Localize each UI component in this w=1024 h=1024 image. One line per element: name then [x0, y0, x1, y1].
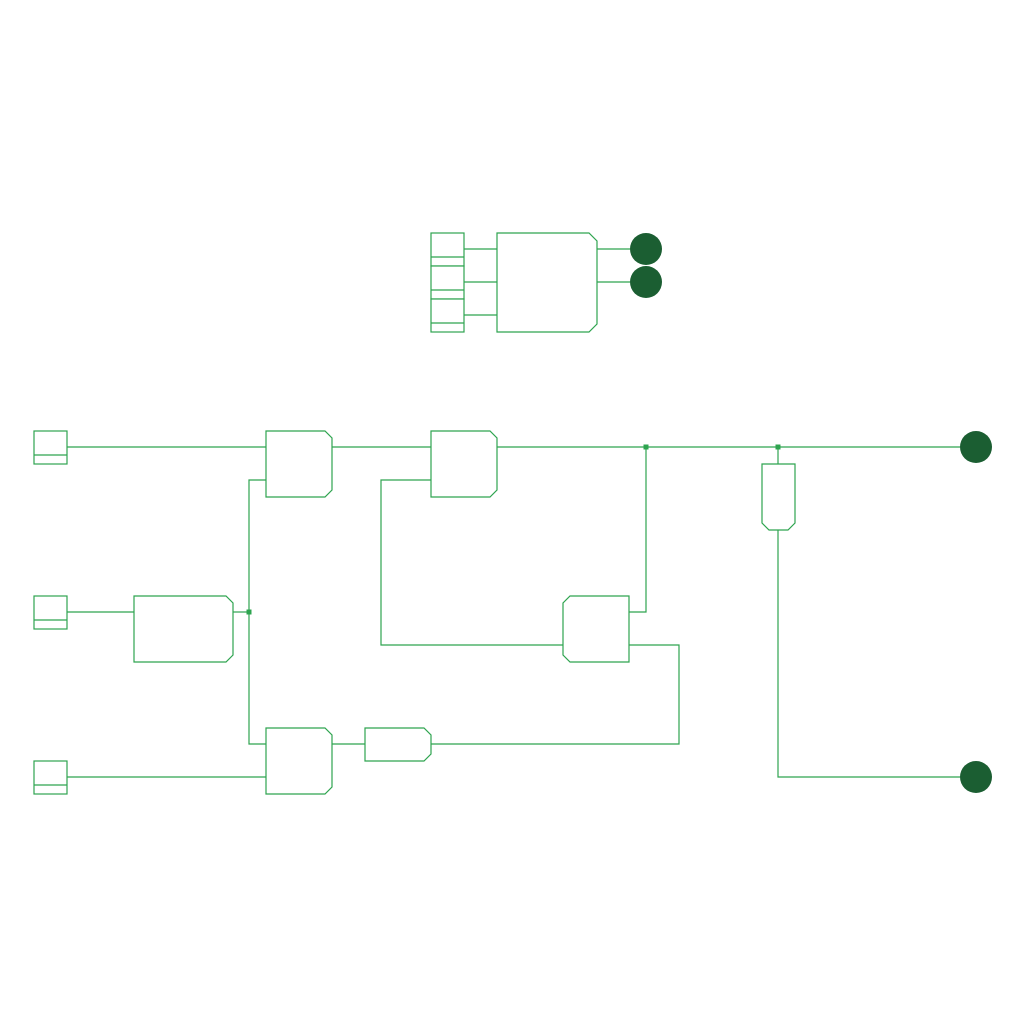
circuit-gates [133, 430, 796, 795]
wire [380, 479, 563, 646]
wire [248, 479, 266, 745]
gate-3[interactable] [133, 595, 234, 663]
wire-junction [775, 444, 781, 450]
output-led-1 [960, 431, 992, 463]
wire-junction [246, 609, 252, 615]
input-switch-3[interactable] [33, 760, 68, 795]
circuit-outputs [960, 431, 992, 793]
gate-5[interactable] [562, 595, 630, 663]
wire [431, 644, 680, 745]
gate-4[interactable] [265, 727, 333, 795]
legend-input-switch[interactable] [430, 232, 465, 267]
input-switch-1[interactable] [33, 430, 68, 465]
legend-output-led [630, 266, 662, 298]
legend-output-led [630, 233, 662, 265]
wire [629, 447, 647, 613]
input-switch-2[interactable] [33, 595, 68, 630]
wire-junction [643, 444, 649, 450]
wire-junctions [246, 444, 781, 615]
gate-1[interactable] [265, 430, 333, 498]
output-led-2 [960, 761, 992, 793]
legend-input-switch[interactable] [430, 265, 465, 300]
legend-input-switch[interactable] [430, 298, 465, 333]
wire [777, 530, 960, 778]
legend-block [430, 232, 662, 333]
legend-component [496, 232, 598, 333]
buffer-2[interactable] [761, 463, 796, 531]
buffer-1[interactable] [364, 727, 432, 762]
circuit-inputs [33, 430, 68, 795]
gate-2[interactable] [430, 430, 498, 498]
legend-inputs [430, 232, 465, 333]
